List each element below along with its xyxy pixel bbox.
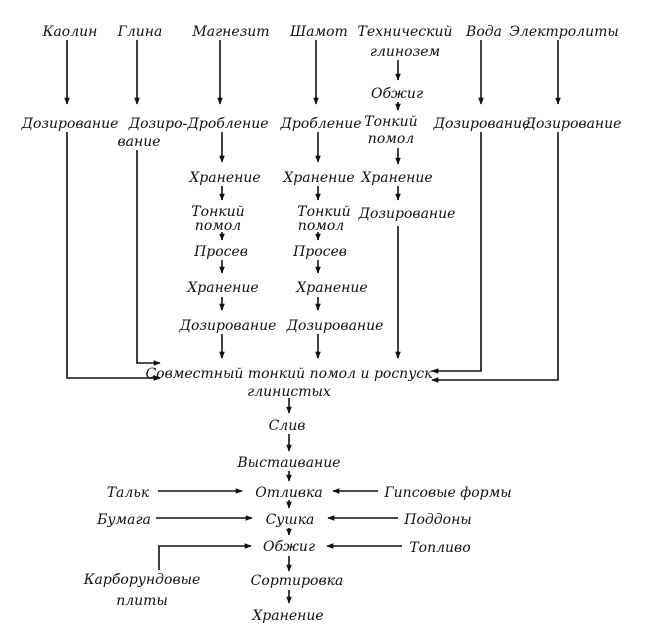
node-tech-glinozem-line2: глинозем [370, 44, 440, 60]
node-hran-magnezit-2: Хранение [186, 280, 258, 296]
node-elektrolity: Электролиты [509, 24, 619, 40]
node-hran-magnezit-1: Хранение [188, 170, 260, 186]
node-dozir-glina-line1: Дозиро- [128, 116, 188, 132]
node-dozir-kaolin: Дозирование [21, 116, 119, 132]
node-tonpomol-glinozem-line2: помол [368, 131, 414, 147]
node-prosev-shamot: Просев [292, 244, 347, 260]
edge-karb-obzhig [158, 543, 252, 570]
node-obzhig-final: Обжиг [263, 539, 315, 555]
node-dozir-glina-line2: вание [117, 134, 160, 150]
node-bumaga: Бумага [96, 512, 151, 528]
node-toplivo: Топливо [409, 540, 470, 556]
node-obzhig-glinozem: Обжиг [371, 86, 423, 102]
node-hran-glinozem: Хранение [360, 170, 432, 186]
edge-dozir-glina-sovm [136, 150, 161, 366]
node-tonpomol-magnezit-line1: Тонкий [191, 204, 244, 220]
node-hran-shamot-1: Хранение [282, 170, 354, 186]
node-sliv: Слив [269, 418, 306, 434]
node-poddony: Поддоны [403, 512, 471, 528]
node-vystaivanie: Выстаивание [236, 455, 340, 471]
node-karborundovye-line2: плиты [116, 593, 168, 609]
edge-dozir-el-sovm [431, 132, 559, 383]
node-talk: Тальк [107, 485, 150, 501]
edge-dozir-voda-sovm [431, 132, 482, 374]
node-sortirovka: Сортировка [251, 573, 344, 589]
node-voda: Вода [465, 24, 502, 40]
node-hran-shamot-2: Хранение [295, 280, 367, 296]
node-drob-shamot: Дробление [279, 116, 361, 132]
node-dozir-glinozem: Дозирование [358, 206, 456, 222]
node-tonpomol-magnezit-line2: помол [195, 218, 241, 234]
node-sovm-pomol-line1: Совместный тонкий помол и роспуск [145, 366, 433, 382]
node-hranenie-final: Хранение [251, 608, 323, 624]
node-prosev-magnezit: Просев [193, 244, 248, 260]
node-otlivka: Отливка [255, 485, 323, 501]
node-magnezit: Магнезит [191, 24, 269, 40]
node-kaolin: Каолин [42, 24, 98, 40]
node-tonpomol-shamot-line1: Тонкий [297, 204, 350, 220]
node-tonpomol-glinozem-line1: Тонкий [364, 114, 417, 130]
nodes: Каолин Глина Магнезит Шамот Технический … [21, 24, 622, 624]
node-sushka: Сушка [266, 512, 315, 528]
node-glina: Глина [117, 24, 163, 40]
node-dozir-elektrolity: Дозирование [524, 116, 622, 132]
node-gipsovye-formy: Гипсовые формы [383, 485, 511, 501]
node-tech-glinozem-line1: Технический [358, 24, 453, 40]
node-dozir-shamot: Дозирование [286, 318, 384, 334]
edge-dozir-kaolin-sovm [66, 132, 161, 381]
node-drob-magnezit: Дробление [186, 116, 268, 132]
node-karborundovye-line1: Карборундовые [83, 572, 201, 588]
node-tonpomol-shamot-line2: помол [298, 218, 344, 234]
node-dozir-voda: Дозирование [433, 116, 531, 132]
node-dozir-magnezit: Дозирование [179, 318, 277, 334]
edges [64, 40, 561, 604]
node-shamot: Шамот [289, 24, 348, 40]
node-sovm-pomol-line2: глинистых [247, 384, 331, 400]
